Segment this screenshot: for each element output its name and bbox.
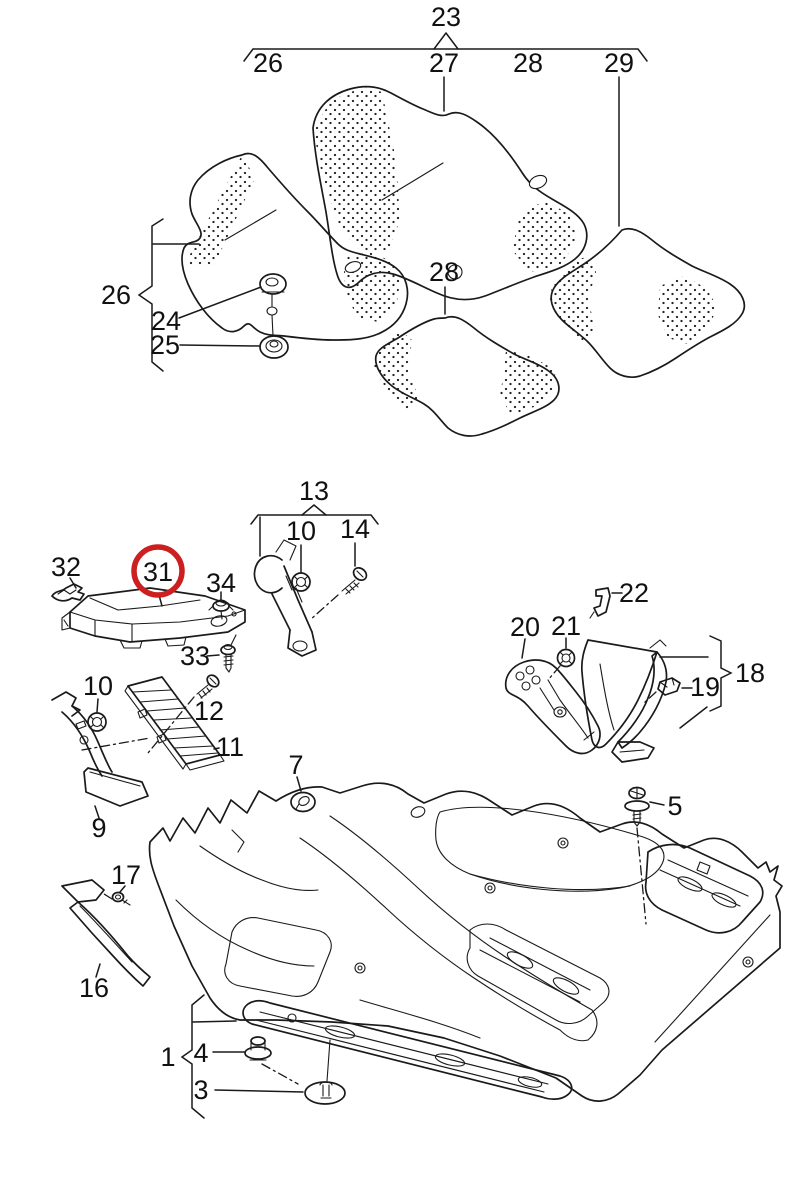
grommet-7-drawing <box>290 776 316 813</box>
callout-13: 13 <box>299 476 329 506</box>
callout-14: 14 <box>340 514 370 544</box>
fastener-25-drawing <box>179 335 289 359</box>
nut-34-drawing <box>208 591 234 620</box>
callout-12: 12 <box>194 696 224 726</box>
nut-10-left-drawing <box>87 698 107 732</box>
callout-16: 16 <box>79 973 109 1003</box>
callout-20: 20 <box>510 612 540 642</box>
screw-12-drawing <box>147 674 220 754</box>
callout-26-top: 26 <box>253 48 283 78</box>
mat-26-brace <box>137 218 200 372</box>
callout-28-top: 28 <box>513 48 543 78</box>
callout-11: 11 <box>216 732 244 762</box>
floor-mat-28-drawing <box>374 315 560 437</box>
floor-covering-1-drawing <box>148 782 783 1102</box>
bracket-20-drawing <box>504 638 601 755</box>
screw-5-drawing <box>624 786 665 925</box>
screw-17-drawing <box>103 885 131 906</box>
screw-14-drawing <box>309 566 368 621</box>
hinge-bracket-13-drawing <box>253 539 317 657</box>
callout-31-highlighted: 31 <box>143 557 173 587</box>
callout-23: 23 <box>431 2 461 32</box>
nut-21-drawing <box>547 637 576 681</box>
grommet-3-drawing <box>214 1039 346 1105</box>
fastener-24-drawing <box>178 273 287 337</box>
highlight-circle-31 <box>131 544 185 598</box>
hook-22-drawing <box>589 587 623 619</box>
callout-3: 3 <box>193 1075 208 1105</box>
floor-mat-29-drawing <box>550 227 746 378</box>
clip-32-drawing <box>51 577 85 602</box>
screw-33-drawing <box>206 634 237 673</box>
callout-32: 32 <box>51 552 81 582</box>
callout-4: 4 <box>193 1038 208 1068</box>
callout-5: 5 <box>667 791 682 821</box>
callout-26-brace: 26 <box>101 280 131 310</box>
callout-10-left: 10 <box>83 671 113 701</box>
callout-1: 1 <box>160 1042 175 1072</box>
callout-18: 18 <box>735 658 765 688</box>
callout-10-upper: 10 <box>286 516 316 546</box>
callout-24: 24 <box>151 306 181 336</box>
callout-22: 22 <box>619 578 649 608</box>
callout-21: 21 <box>551 611 581 641</box>
callout-33: 33 <box>180 641 210 671</box>
callout-34: 34 <box>206 568 236 598</box>
plug-4-drawing <box>212 1036 299 1085</box>
callout-7: 7 <box>288 750 303 780</box>
carpet-callout-bracket-1 <box>180 994 237 1119</box>
callout-25: 25 <box>150 330 180 360</box>
floor-mat-26-drawing <box>181 152 409 341</box>
nut-10-upper-drawing <box>291 572 311 592</box>
assembly-13-bracket <box>250 504 379 573</box>
callout-9: 9 <box>91 813 106 843</box>
callout-28-rear: 28 <box>429 257 459 287</box>
clip-19-drawing <box>643 677 693 704</box>
callout-19: 19 <box>690 672 720 702</box>
callout-29: 29 <box>604 48 634 78</box>
sill-trim-16-drawing <box>61 879 151 987</box>
callout-27: 27 <box>429 48 459 78</box>
callout-17: 17 <box>111 860 141 890</box>
support-bracket-9-drawing <box>51 691 151 819</box>
mat-set-bracket-23 <box>243 32 648 227</box>
footrest-11-drawing <box>124 676 225 771</box>
